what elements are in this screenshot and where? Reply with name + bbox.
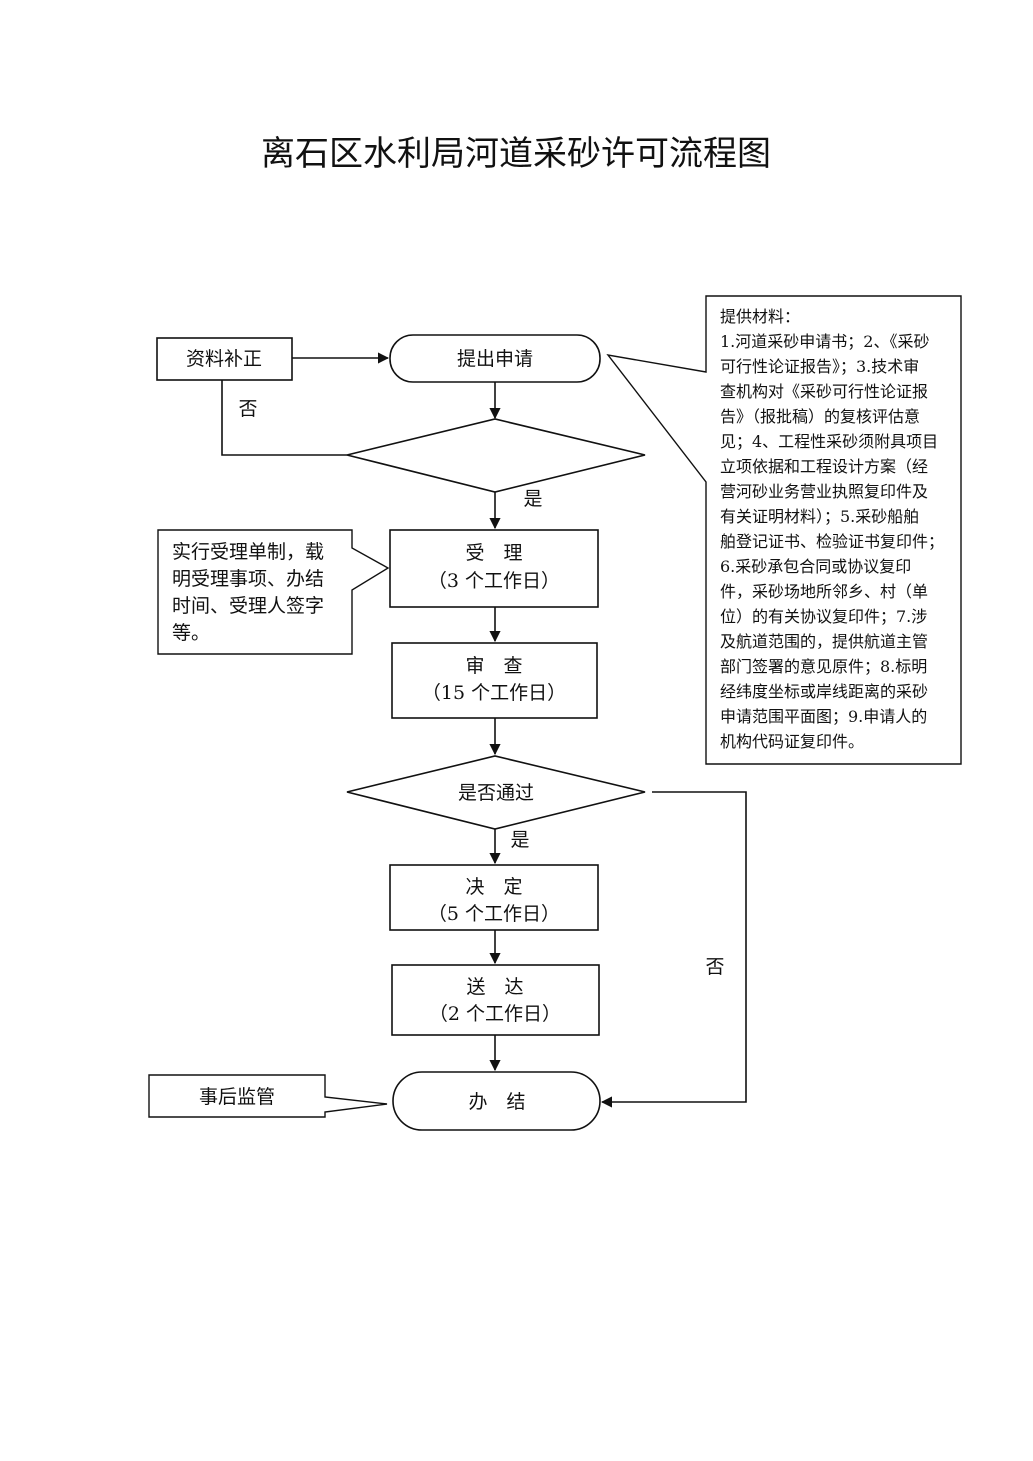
supervision-callout: 事后监管 <box>148 1074 388 1118</box>
supplement-label: 资料补正 <box>186 348 262 370</box>
edge-no-top-label: 否 <box>238 398 257 420</box>
review-label: 审 查 <box>465 655 522 677</box>
edge-yes-top-label: 是 <box>523 488 542 510</box>
accept-label: 受 理 <box>465 542 522 564</box>
materials-line-4: 查机构对《采砂可行性论证报 <box>720 382 928 401</box>
check-diamond <box>346 418 646 493</box>
materials-line-6: 见；4、工程性采砂须附具项目 <box>720 432 938 451</box>
edge-yes-pass-label: 是 <box>510 829 529 851</box>
supervision-label: 事后监管 <box>199 1086 275 1108</box>
materials-line-8: 营河砂业务营业执照复印件及 <box>720 482 928 501</box>
submit-label: 提出申请 <box>457 348 533 370</box>
edge-no-to-finish <box>600 791 747 1108</box>
finish-terminal: 办 结 <box>392 1071 601 1131</box>
materials-line-14: 及航道范围的，提供航道主管 <box>720 632 928 651</box>
review-box: 审 查 （15 个工作日） <box>391 642 598 719</box>
accept-note-line-1: 实行受理单制，载 <box>172 541 324 563</box>
edge-no-right-label: 否 <box>705 956 724 978</box>
materials-line-15: 部门签署的意见原件；8.标明 <box>720 657 927 676</box>
edge-no-to-supplement <box>221 380 347 456</box>
materials-line-16: 经纬度坐标或岸线距离的采砂 <box>720 682 928 701</box>
accept-note-line-4: 等。 <box>172 622 210 644</box>
materials-line-3: 可行性论证报告》；3.技术审 <box>720 357 919 376</box>
materials-line-13: 位）的有关协议复印件；7.涉 <box>720 607 927 626</box>
deliver-box: 送 达 （2 个工作日） <box>391 964 600 1036</box>
materials-line-2: 1.河道采砂申请书；2、《采砂 <box>720 332 929 351</box>
accept-days: （3 个工作日） <box>428 570 560 592</box>
materials-line-17: 申请范围平面图；9.申请人的 <box>720 707 927 726</box>
materials-line-5: 告》（报批稿）的复核评估意 <box>720 407 920 426</box>
materials-line-7: 立项依据和工程设计方案（经 <box>720 457 928 476</box>
materials-line-11: 6.采砂承包合同或协议复印 <box>720 557 911 576</box>
pass-label: 是否通过 <box>458 782 534 804</box>
pass-diamond <box>346 755 646 830</box>
finish-label: 办 结 <box>468 1091 525 1113</box>
accept-note-line-2: 明受理事项、办结 <box>172 568 324 590</box>
decide-days: （5 个工作日） <box>428 903 560 925</box>
deliver-label: 送 达 <box>466 976 523 998</box>
page-title: 离石区水利局河道采砂许可流程图 <box>261 134 771 174</box>
materials-line-18: 机构代码证复印件。 <box>720 732 864 751</box>
materials-line-1: 提供材料： <box>720 307 800 326</box>
review-days: （15 个工作日） <box>422 682 566 704</box>
accept-note-callout: 实行受理单制，载 明受理事项、办结 时间、受理人签字 等。 <box>157 529 390 655</box>
accept-note-line-3: 时间、受理人签字 <box>172 595 324 617</box>
accept-box: 受 理 （3 个工作日） <box>389 529 599 608</box>
deliver-days: （2 个工作日） <box>429 1003 561 1025</box>
materials-line-9: 有关证明材料）；5.采砂船舶 <box>720 507 919 526</box>
materials-line-12: 件，采砂场地所邻乡、村（单 <box>720 582 928 601</box>
supplement-box: 资料补正 <box>156 337 293 381</box>
decide-label: 决 定 <box>465 876 522 898</box>
submit-terminal: 提出申请 <box>389 334 601 383</box>
decide-box: 决 定 （5 个工作日） <box>389 864 599 931</box>
materials-line-10: 舶登记证书、检验证书复印件； <box>720 532 944 551</box>
materials-callout: 提供材料： 1.河道采砂申请书；2、《采砂 可行性论证报告》；3.技术审 查机构… <box>606 295 962 765</box>
